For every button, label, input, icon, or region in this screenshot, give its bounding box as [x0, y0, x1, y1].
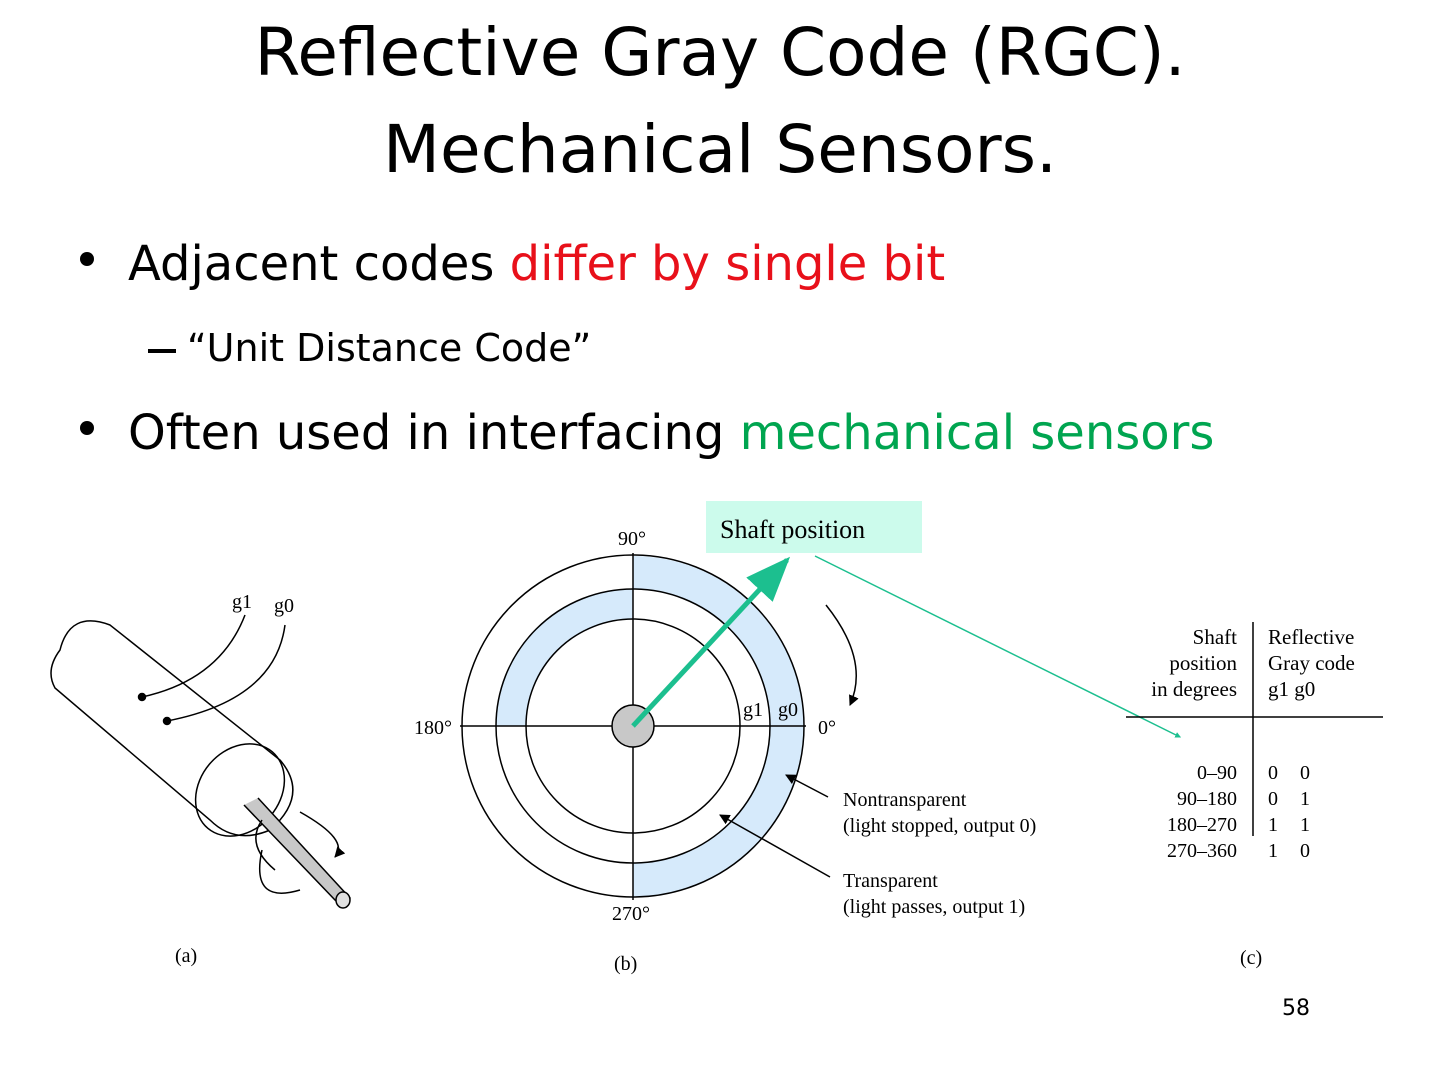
bullet-1-highlight: differ by single bit [509, 236, 946, 292]
row-2-g0: 1 [1300, 788, 1310, 810]
nontransparent-label: Nontransparent [843, 789, 967, 811]
header-g1-g0: g1 g0 [1268, 677, 1315, 701]
bullet-2-text: Often used in interfacing [128, 405, 740, 461]
header-gray-code: Gray code [1268, 651, 1355, 675]
row-3-g1: 1 [1268, 814, 1278, 836]
bullet-1-text: Adjacent codes [128, 236, 510, 292]
deg-180-label: 180° [414, 717, 452, 739]
a-g1-label: g1 [232, 591, 252, 613]
callout-pointer [814, 555, 1182, 738]
callout-box [706, 501, 922, 553]
row-2-range: 90–180 [1177, 788, 1237, 810]
page-number: 58 [1282, 996, 1310, 1021]
bullet-dot-1 [80, 252, 94, 266]
deg-90-label: 90° [618, 528, 646, 550]
row-1-g1: 0 [1268, 762, 1278, 784]
title-line-1: Reflective Gray Code (RGC). [254, 14, 1186, 91]
row-1-range: 0–90 [1197, 762, 1237, 784]
row-1-g0: 0 [1300, 762, 1310, 784]
bullet-1: Adjacent codes differ by single bit [128, 236, 945, 292]
transparent-label: Transparent [843, 870, 938, 892]
nontransparent-desc: (light stopped, output 0) [843, 815, 1036, 837]
deg-270-label: 270° [612, 903, 650, 925]
header-shaft: Shaft [1193, 625, 1237, 649]
deg-0-label: 0° [818, 717, 836, 739]
caption-a: (a) [175, 945, 197, 967]
a-g0-label: g0 [274, 595, 294, 617]
bullet-2-highlight: mechanical sensors [739, 405, 1215, 461]
bullet-2: Often used in interfacing mechanical sen… [128, 405, 1214, 461]
row-2-g1: 0 [1268, 788, 1278, 810]
cylinder-sensor [50, 614, 351, 909]
shaft-position-arrow [631, 556, 791, 728]
callout-label: Shaft position [720, 515, 865, 544]
caption-c: (c) [1240, 947, 1262, 969]
row-3-g0: 1 [1300, 814, 1310, 836]
b-g0-label: g0 [778, 699, 798, 721]
row-4-g1: 1 [1268, 840, 1278, 862]
sub-bullet-dash [148, 349, 176, 353]
gray-code-table [1126, 622, 1383, 836]
bullet-dot-2 [80, 421, 94, 435]
row-4-g0: 0 [1300, 840, 1310, 862]
row-4-range: 270–360 [1167, 840, 1237, 862]
row-3-range: 180–270 [1167, 814, 1237, 836]
transparent-desc: (light passes, output 1) [843, 896, 1025, 918]
header-reflective: Reflective [1268, 625, 1354, 649]
header-in-degrees: in degrees [1151, 677, 1237, 701]
sub-bullet: “Unit Distance Code” [187, 326, 592, 370]
header-position: position [1169, 651, 1237, 675]
slide-title: Reflective Gray Code (RGC). Mechanical S… [0, 4, 1440, 198]
b-g1-label: g1 [743, 699, 763, 721]
title-line-2: Mechanical Sensors. [383, 111, 1057, 188]
encoder-disc [460, 553, 859, 900]
caption-b: (b) [614, 953, 637, 975]
